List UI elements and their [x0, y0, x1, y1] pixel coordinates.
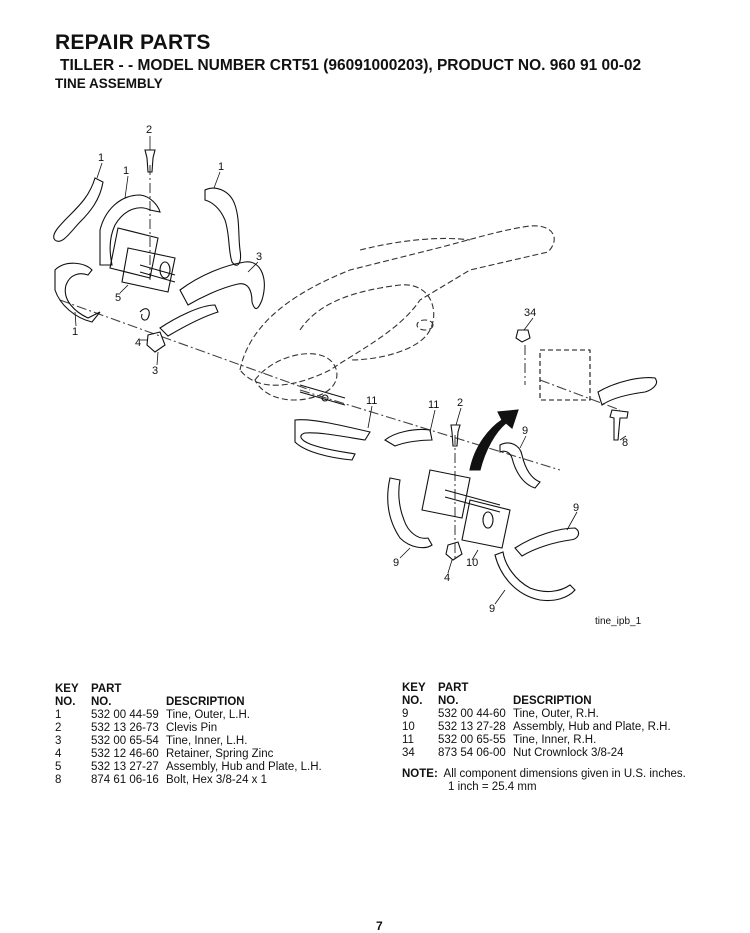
tine-assembly-diagram: 2 1 1 1 3 5 1 4 3 34 11 11 2 9 8 9 9 10 …: [53, 124, 658, 627]
centerline: [59, 165, 621, 560]
rotation-arrow: [469, 409, 519, 471]
callout-3-a: 3: [256, 251, 262, 263]
hex-bolt: [609, 409, 629, 441]
spring-clip-lh: [139, 308, 150, 321]
tine-outer-rh-upper: [499, 442, 541, 489]
callout-9-a: 9: [522, 425, 528, 437]
model-subtitle: TILLER - - MODEL NUMBER CRT51 (960910002…: [60, 57, 642, 74]
axle-shaft: [299, 384, 346, 406]
hub-plate-rh: [421, 469, 511, 549]
section-title: TINE ASSEMBLY: [55, 76, 163, 91]
tine-outer-lh-lower: [54, 262, 101, 323]
callout-1-b: 1: [123, 165, 129, 177]
header-description: DESCRIPTION: [513, 695, 592, 707]
callout-34: 34: [524, 307, 536, 319]
tine-outer-lh-mid: [99, 194, 161, 266]
units-note: NOTE: All component dimensions given in …: [402, 768, 686, 794]
note-line-2: 1 inch = 25.4 mm: [448, 781, 537, 793]
tiller-body-outline: [239, 225, 555, 401]
tine-outer-rh-far: [597, 377, 658, 406]
callout-1-c: 1: [218, 161, 224, 173]
retainer-lh: [146, 331, 166, 353]
tine-outer-rh-bottom: [494, 551, 576, 602]
header-part-no: NO.: [91, 696, 112, 708]
tine-outer-rh-right: [514, 527, 580, 557]
callout-1-a: 1: [98, 152, 104, 164]
tine-inner-lh-lower: [159, 304, 219, 337]
tine-outer-lh-upper: [53, 177, 104, 242]
hub-plate-lh: [109, 227, 176, 293]
callout-8: 8: [622, 437, 628, 449]
note-label: NOTE:: [402, 768, 438, 780]
header-part: PART: [91, 683, 122, 695]
callout-2-b: 2: [457, 397, 463, 409]
header-description: DESCRIPTION: [166, 696, 245, 708]
tine-outer-lh-right: [204, 187, 242, 266]
callout-3-b: 3: [152, 365, 158, 377]
side-plate: [539, 349, 591, 401]
page-number: 7: [376, 919, 383, 933]
tine-inner-lh: [179, 261, 265, 310]
crownlock-nut: [515, 329, 531, 343]
header-key: KEY: [55, 683, 79, 695]
header-key-no: NO.: [402, 695, 423, 707]
callout-11-b: 11: [428, 399, 439, 411]
callout-11-a: 11: [366, 395, 377, 407]
callout-9-d: 9: [489, 603, 495, 615]
callout-4-a: 4: [135, 337, 141, 349]
callout-1-d: 1: [72, 326, 78, 338]
page-title: REPAIR PARTS: [55, 31, 211, 54]
tine-inner-rh-mid: [384, 428, 433, 447]
image-reference: tine_ipb_1: [595, 616, 642, 627]
callout-9-c: 9: [393, 557, 399, 569]
callout-9-b: 9: [573, 502, 579, 514]
header-part-no: NO.: [438, 695, 459, 707]
header-key: KEY: [402, 682, 426, 694]
tine-outer-rh-left: [387, 477, 433, 549]
callout-2-top: 2: [146, 124, 152, 136]
note-line-1: All component dimensions given in U.S. i…: [443, 768, 686, 780]
callout-4-b: 4: [444, 572, 450, 584]
tine-inner-rh-upper: [294, 419, 371, 461]
callout-10: 10: [466, 557, 478, 569]
callout-5: 5: [115, 292, 121, 304]
header-part: PART: [438, 682, 469, 694]
leader-lines: [74, 136, 627, 605]
clevis-pin-rh: [450, 424, 461, 447]
clevis-pin-lh: [144, 149, 156, 173]
header-key-no: NO.: [55, 696, 76, 708]
retainer-rh: [445, 541, 463, 561]
